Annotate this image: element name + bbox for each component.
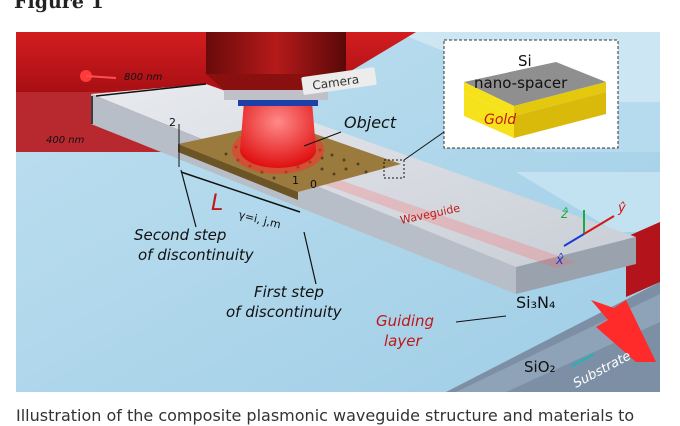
inset-spacer: nano-spacer [474, 74, 568, 92]
sio2-arrow [571, 353, 595, 367]
inset-gold-block [464, 92, 514, 138]
figure-caption: Illustration of the composite plasmonic … [16, 406, 635, 425]
waveguide-end-face [516, 237, 636, 294]
length-label: L [211, 191, 223, 216]
figure-heading: Figure 1 [14, 0, 104, 13]
second-step-arrow [180, 169, 197, 228]
width-label: 800 nm [124, 72, 163, 83]
first-step-arrow [303, 231, 317, 285]
inset-gold: Gold [484, 112, 516, 128]
laser-source-line [85, 75, 117, 79]
x-axis-line [563, 233, 585, 247]
zoom-box [383, 159, 405, 179]
second-step-line1: Second step [134, 226, 226, 244]
second-step-line2: of discontinuity [138, 246, 255, 264]
height-label: 400 nm [46, 135, 85, 146]
inset-spacer-layer [464, 62, 606, 106]
camera-ring [224, 90, 328, 100]
si3n4-label: Si₃N₄ [516, 293, 555, 312]
object-label: Object [344, 113, 397, 132]
guiding-arrow [455, 315, 507, 323]
beam-cone [240, 102, 316, 168]
step-strip-3 [516, 172, 660, 232]
length-arrow [180, 171, 301, 213]
width-dim-line [95, 83, 207, 97]
axis-z: ẑ [560, 207, 569, 222]
camera-lens-band [238, 100, 318, 106]
zoom-line [403, 131, 445, 161]
guiding-line1: Guiding [376, 312, 434, 330]
object-arrow [303, 131, 342, 147]
figure-panel: Camera 800 nm 400 nm 2 1 0 L γ=i, j,m Ob… [16, 32, 660, 392]
first-step-line2: of discontinuity [226, 303, 343, 321]
waveguide-top [91, 84, 636, 267]
inset-gold-side [514, 82, 606, 116]
guiding-line2: layer [384, 332, 422, 350]
sio2-label: SiO₂ [524, 358, 556, 376]
marker-1: 1 [292, 174, 299, 187]
axis-x: x̂ [555, 253, 564, 268]
inset-si: Si [518, 52, 532, 70]
marker-2: 2 [169, 116, 176, 129]
marker-0: 0 [310, 178, 317, 191]
camera-body [206, 32, 346, 74]
first-step-line1: First step [254, 283, 324, 301]
input-arrow [591, 300, 656, 362]
object-plate-edge [178, 144, 298, 200]
inset-gold-front [464, 82, 514, 116]
inset-gold-block-side [514, 92, 606, 138]
y-axis-line [583, 215, 615, 235]
camera-label-box [301, 67, 377, 95]
axis-y: ŷ [617, 201, 626, 216]
waveguide-illustration: Camera 800 nm 400 nm 2 1 0 L γ=i, j,m Ob… [16, 32, 660, 392]
camera-label: Camera [311, 72, 360, 92]
